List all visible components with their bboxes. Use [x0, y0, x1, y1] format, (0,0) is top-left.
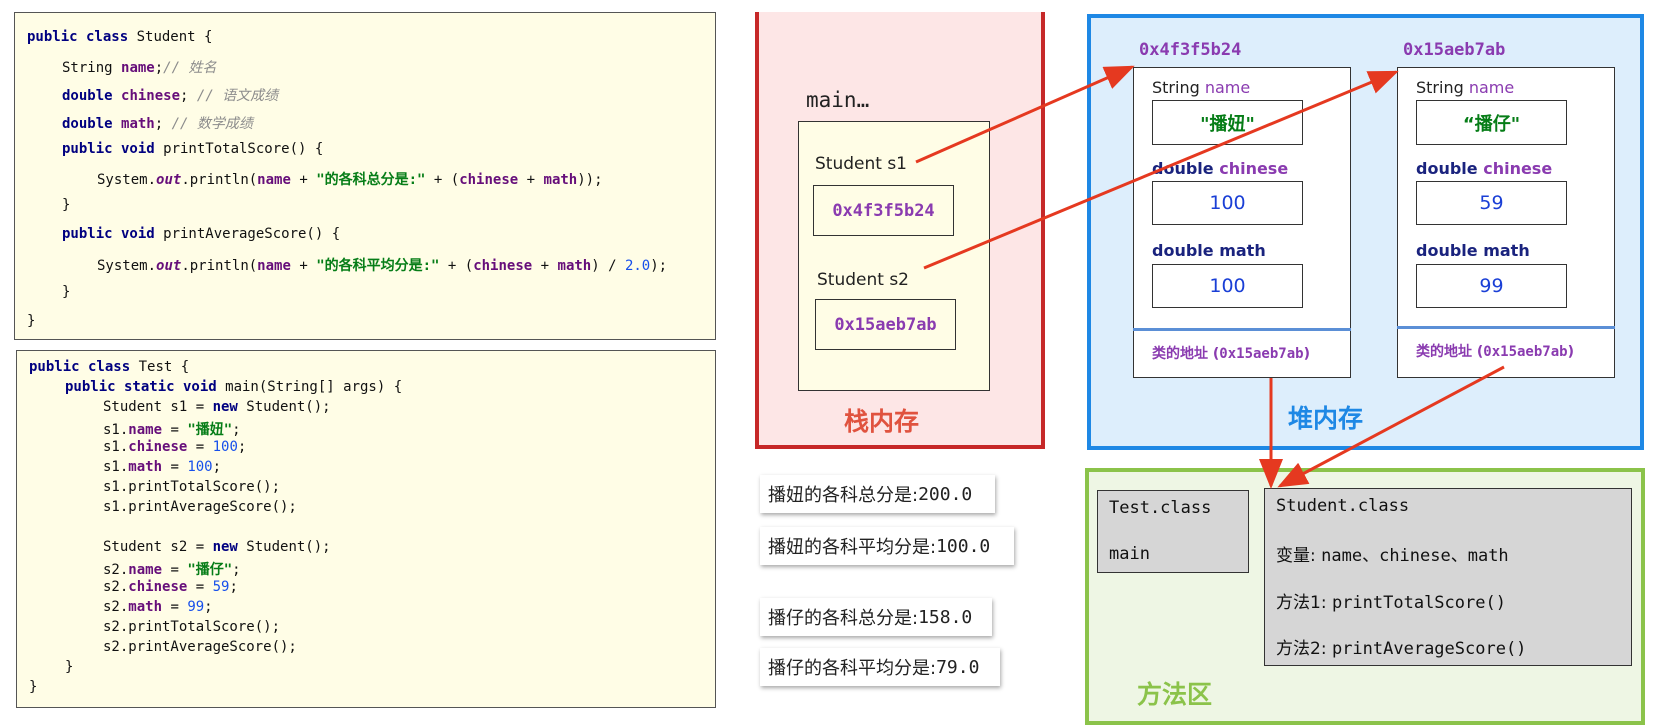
code-line: } [27, 313, 36, 329]
stack-memory-title: 栈内存 [844, 407, 920, 436]
s2-address-box: 0x15aeb7ab [815, 299, 956, 350]
output-line-3: 播仔的各科总分是:158.0 [760, 598, 992, 636]
code-line: public void printAverageScore() { [62, 226, 341, 242]
object2-math-value: 99 [1416, 264, 1567, 308]
code-line: s2.math = 99; [103, 599, 213, 615]
object2-chinese-label: double chinese [1416, 159, 1553, 178]
s2-variable-label: Student s2 [817, 270, 909, 290]
code-line: } [65, 659, 74, 675]
code-line: s2.printTotalScore(); [103, 619, 281, 635]
s1-variable-label: Student s1 [815, 154, 907, 174]
student-class-code: public class Student { String name;// 姓名… [14, 12, 716, 340]
code-line: Student s1 = new Student(); [103, 399, 331, 415]
test-main-label: main [1109, 544, 1150, 564]
s1-address-box: 0x4f3f5b24 [813, 185, 954, 236]
code-line: String name;// 姓名 [62, 60, 217, 76]
student-class-method2: 方法2: printAverageScore() [1276, 639, 1527, 659]
object2-name-value: “播仔" [1416, 100, 1567, 145]
code-line: s1.chinese = 100; [103, 439, 247, 455]
object1-chinese-value: 100 [1152, 181, 1303, 225]
object1-name-value: "播妞" [1152, 100, 1303, 145]
code-line: double math; // 数学成绩 [62, 116, 253, 132]
code-line: s2.name = "播仔"; [103, 562, 241, 578]
output-line-1: 播妞的各科总分是:200.0 [760, 475, 995, 513]
method-area-title: 方法区 [1137, 680, 1213, 709]
object1-class-address: 类的地址 (0x15aeb7ab) [1152, 346, 1310, 362]
code-line: public void printTotalScore() { [62, 141, 324, 157]
object1-divider [1133, 328, 1351, 331]
object2-address: 0x15aeb7ab [1403, 40, 1506, 60]
object1-math-value: 100 [1152, 264, 1303, 308]
code-line: s2.chinese = 59; [103, 579, 238, 595]
test-class-box [1097, 490, 1249, 573]
code-line: } [62, 197, 71, 213]
student-class-vars: 变量: name、chinese、math [1276, 546, 1509, 566]
object2-math-label: double math [1416, 241, 1530, 260]
object1-math-label: double math [1152, 241, 1266, 260]
code-line: double chinese; // 语文成绩 [62, 88, 279, 104]
object2-name-label: String name [1416, 78, 1515, 97]
code-line: s1.printTotalScore(); [103, 479, 281, 495]
code-line: s2.printAverageScore(); [103, 639, 297, 655]
code-line: Student s2 = new Student(); [103, 539, 331, 555]
code-line: public static void main(String[] args) { [65, 379, 403, 395]
test-class-label: Test.class [1109, 498, 1212, 518]
output-line-2: 播妞的各科平均分是:100.0 [760, 527, 1014, 565]
code-line: public class Test { [29, 359, 190, 375]
code-line: s1.math = 100; [103, 459, 222, 475]
object1-name-label: String name [1152, 78, 1251, 97]
code-line: System.out.println(name + "的各科平均分是:" + (… [97, 258, 668, 274]
heap-memory-title: 堆内存 [1288, 404, 1364, 433]
code-line: } [62, 284, 71, 300]
student-class-box [1264, 488, 1632, 666]
student-class-method1: 方法1: printTotalScore() [1276, 593, 1506, 613]
code-line: } [29, 679, 38, 695]
code-line: s1.name = "播妞"; [103, 422, 241, 438]
object2-class-address: 类的地址 (0x15aeb7ab) [1416, 344, 1574, 360]
main-frame-label: main… [806, 88, 870, 112]
object1-address: 0x4f3f5b24 [1139, 40, 1242, 60]
code-line: public class Student { [27, 29, 213, 45]
object2-chinese-value: 59 [1416, 181, 1567, 225]
code-line: System.out.println(name + "的各科总分是:" + (c… [97, 172, 603, 188]
object1-chinese-label: double chinese [1152, 159, 1289, 178]
student-class-label: Student.class [1276, 496, 1410, 516]
code-line: s1.printAverageScore(); [103, 499, 297, 515]
output-line-4: 播仔的各科平均分是:79.0 [760, 648, 1000, 686]
test-class-code: public class Test { public static void m… [16, 350, 716, 708]
object2-divider [1397, 326, 1615, 329]
